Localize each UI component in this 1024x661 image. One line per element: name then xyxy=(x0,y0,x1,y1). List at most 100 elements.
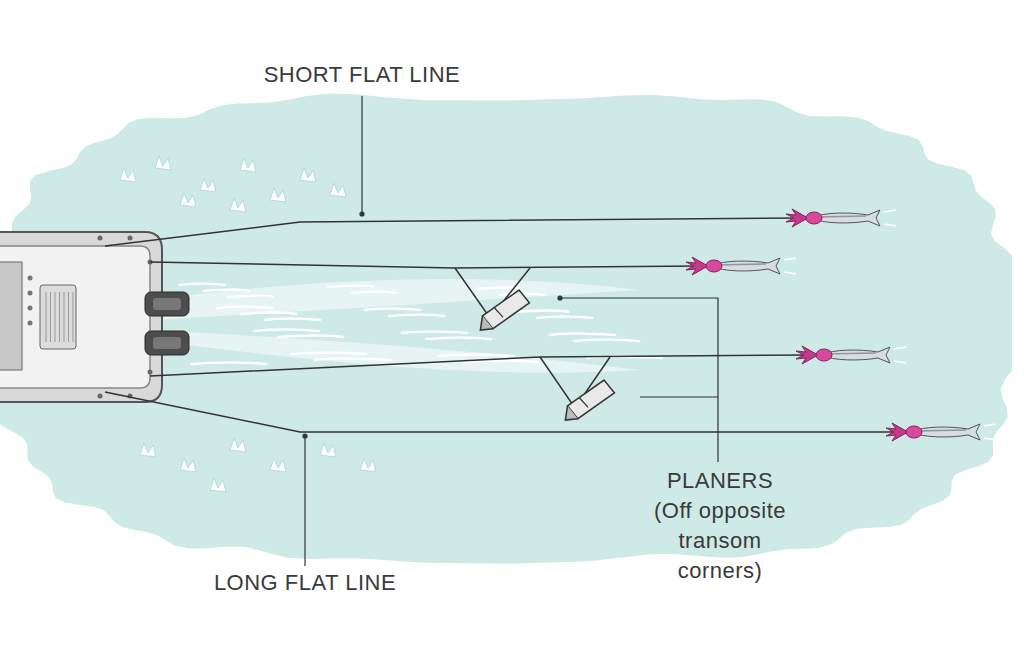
illustration-stroke xyxy=(230,198,246,212)
illustration-stroke xyxy=(389,315,444,317)
label-text: PLANERS xyxy=(640,466,800,496)
illustration-stroke xyxy=(886,423,908,441)
illustration-stroke xyxy=(150,330,640,373)
illustration-stroke xyxy=(475,314,493,334)
illustration-stroke xyxy=(241,313,296,315)
illustration-stroke xyxy=(439,355,514,357)
illustration-stroke xyxy=(784,258,796,274)
illustration-stroke xyxy=(796,346,818,364)
illustration-stroke xyxy=(0,232,162,402)
illustration-stroke xyxy=(270,458,286,472)
illustration-stroke xyxy=(28,291,33,296)
illustration-stroke xyxy=(200,178,216,192)
illustration-stroke xyxy=(28,321,33,326)
illustration-stroke xyxy=(984,424,996,440)
illustration-stroke xyxy=(706,260,722,272)
illustration-stroke xyxy=(579,396,588,409)
illustration-stroke xyxy=(894,347,906,363)
wake xyxy=(150,279,662,373)
label-text: SHORT FLAT LINE xyxy=(200,60,524,90)
illustration-stroke xyxy=(73,292,74,342)
planer xyxy=(472,288,533,333)
illustration-stroke xyxy=(55,292,56,342)
illustration-stroke xyxy=(300,168,316,182)
illustration-stroke xyxy=(640,396,718,397)
illustration-stroke xyxy=(180,458,196,472)
illustration-stroke xyxy=(153,298,181,310)
illustration-stroke xyxy=(148,370,153,375)
illustration-stroke xyxy=(806,212,822,224)
label-text: (Off opposite transom corners) xyxy=(640,496,800,586)
illustration-stroke xyxy=(98,236,103,241)
illustration-stroke xyxy=(550,334,615,336)
illustration-stroke xyxy=(145,331,189,355)
illustration-stroke xyxy=(180,193,196,207)
planer xyxy=(557,378,618,423)
illustration-stroke xyxy=(28,306,33,311)
illustration-stroke xyxy=(686,257,708,275)
illustration-stroke xyxy=(64,292,65,342)
illustration-stroke xyxy=(28,276,33,281)
illustration-stroke xyxy=(240,158,256,172)
illustration-stroke xyxy=(105,218,800,246)
illustration-stroke xyxy=(150,262,700,268)
illustration-stroke xyxy=(365,309,420,311)
illustration-stroke xyxy=(360,458,376,472)
illustration-stroke xyxy=(180,284,225,286)
illustration-stroke xyxy=(230,438,246,452)
illustration-stroke xyxy=(330,183,346,197)
illustration-stroke xyxy=(315,359,390,361)
illustration-stroke xyxy=(128,236,133,241)
illustration-stroke xyxy=(884,210,896,226)
illustration-stroke xyxy=(494,306,503,319)
illustration-stroke xyxy=(254,330,319,332)
illustration-stroke xyxy=(0,246,150,388)
illustration-stroke xyxy=(210,478,226,492)
illustration-stroke xyxy=(402,332,467,334)
label-text: LONG FLAT LINE xyxy=(160,568,450,598)
illustration-stroke xyxy=(191,363,266,365)
illustration-stroke xyxy=(320,443,336,457)
illustration-stroke xyxy=(145,292,189,316)
illustration-stroke xyxy=(574,340,639,342)
illustration-stroke xyxy=(98,394,103,399)
illustration-stroke xyxy=(40,285,76,349)
illustration-stroke xyxy=(0,262,22,370)
illustration-stroke xyxy=(906,426,922,438)
illustration-stroke xyxy=(816,349,832,361)
illustration-stroke xyxy=(150,279,640,320)
illustration-stroke xyxy=(59,292,60,342)
illustration-stroke xyxy=(361,96,362,214)
illustration-stroke xyxy=(291,353,366,355)
illustration-stroke xyxy=(426,338,491,340)
leader-lines xyxy=(303,96,718,566)
illustration-stroke xyxy=(265,319,320,321)
illustration-stroke xyxy=(120,168,136,182)
illustration-stroke xyxy=(304,436,305,566)
lure xyxy=(686,257,796,275)
illustration-stroke xyxy=(360,212,364,216)
illustration-stroke xyxy=(786,209,808,227)
illustration-stroke xyxy=(560,298,718,462)
illustration-stroke xyxy=(150,355,810,376)
illustration-stroke xyxy=(328,286,373,288)
illustration-stroke xyxy=(560,404,578,424)
illustration-stroke xyxy=(352,292,397,294)
fishing-lines xyxy=(105,218,900,432)
illustration-stroke xyxy=(270,188,286,202)
illustration-stroke xyxy=(204,290,249,292)
illustration-stroke xyxy=(46,292,47,342)
lure xyxy=(796,346,906,364)
illustration-stroke xyxy=(278,336,343,338)
illustration-stroke xyxy=(537,317,592,319)
illustration-stroke xyxy=(153,337,181,349)
illustration-stroke xyxy=(68,292,69,342)
illustration-stroke xyxy=(513,311,568,313)
illustration-stroke xyxy=(558,296,562,300)
lure xyxy=(786,209,896,227)
lure xyxy=(886,423,996,441)
illustration-stroke xyxy=(303,434,307,438)
illustration-stroke xyxy=(105,392,900,432)
boat xyxy=(0,232,189,402)
